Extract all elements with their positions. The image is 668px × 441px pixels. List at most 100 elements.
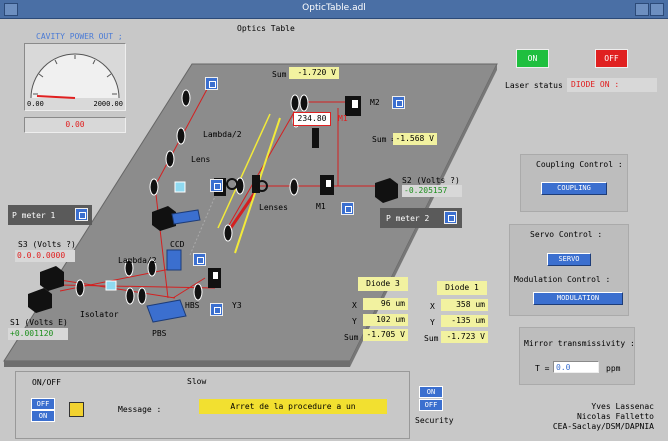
laser-off-button[interactable]: OFF (595, 49, 628, 68)
mirror-transmissivity-label: Mirror transmissivity : (524, 339, 635, 348)
diode1-sum-label: Sum (424, 334, 439, 343)
m1-red-tag: M1 (338, 114, 348, 123)
diode3-x-label: X (352, 301, 357, 310)
m1-label: M1 (316, 202, 326, 211)
m1-detail-button[interactable] (341, 202, 354, 215)
sum-right-value: -1.568 V (393, 133, 437, 145)
thick-beam (226, 187, 260, 233)
modulation-control-label: Modulation Control : (514, 275, 611, 284)
mirror-t-label: T = (535, 364, 550, 373)
onoff-label: ON/OFF (32, 378, 61, 387)
minimize-button[interactable] (635, 3, 649, 16)
pmeter1-button[interactable] (75, 208, 88, 221)
page-subtitle: Optics Table (237, 24, 295, 33)
detector-blocks (28, 178, 398, 313)
dashed-beam (189, 179, 223, 256)
slow-label: Slow (187, 377, 207, 386)
security-off-button[interactable]: OFF (419, 399, 443, 411)
lens-elements (75, 89, 309, 305)
title-bar: OpticTable.adl (0, 0, 668, 19)
hbs-label: HBS (185, 301, 200, 310)
m3-label: Y3 (232, 301, 242, 310)
gauge-min-label: 0.00 (27, 100, 44, 108)
cavity-power-gauge: 0.00 2000.00 (24, 43, 126, 111)
laser-on-button[interactable]: ON (516, 49, 549, 68)
hbs-detail-button[interactable] (210, 303, 223, 316)
laser-status-label: Laser status : (505, 81, 573, 90)
s3-left-value: 0.0.0.0000 (15, 250, 75, 262)
laser-detail-button[interactable] (205, 77, 218, 90)
sum-top-value: -1.720 V (289, 67, 339, 79)
diode3-sum-value: -1.705 V (363, 329, 408, 341)
lens-ring (226, 178, 238, 190)
beam-splitter-cube (174, 181, 186, 193)
m2-detail-button[interactable] (392, 96, 405, 109)
diode3-y-label: Y (352, 317, 357, 326)
isolator-label: Isolator (80, 310, 119, 319)
gauge-max-label: 2000.00 (93, 100, 123, 108)
red-value-box: 234.80 (293, 112, 331, 126)
diode3-y-value: 102 um (363, 314, 408, 326)
lambda2-low-label: Lambda/2 (118, 256, 157, 265)
mirror-faces (213, 100, 358, 279)
pmeter2-panel: P meter 2 (380, 208, 462, 228)
laser-status-value: DIODE ON : (567, 78, 657, 92)
s2-right-label: S2 (Volts ?) (402, 176, 460, 185)
lenses-label: Lenses (259, 203, 288, 212)
yellow-beam-2 (217, 113, 271, 229)
s3-left-label: S3 (Volts ?) (18, 240, 76, 249)
security-label: Security (415, 416, 454, 425)
mirror-transmissivity-panel: Mirror transmissivity : T = 0.0 ppm (519, 327, 635, 385)
credits-line2: Nicolas Falletto (576, 412, 654, 421)
lambda2-top-label: Lambda/2 (203, 130, 242, 139)
lens-detail-button[interactable] (210, 179, 223, 192)
lens-label: Lens (191, 155, 211, 164)
pmeter1-panel: P meter 1 (8, 205, 92, 225)
ccd-label: CCD (170, 240, 185, 249)
mirror-t-input[interactable]: 0.0 (553, 361, 599, 373)
s1-value: +0.001120 (8, 328, 68, 340)
bottom-control-panel (15, 371, 410, 439)
coupling-control-panel: Coupling Control : COUPLING (520, 154, 628, 212)
sum-right-label: Sum = (372, 135, 397, 144)
mirror-unit-label: ppm (606, 364, 621, 373)
message-value: Arret de la procedure a un (199, 399, 387, 414)
isolator-cube (105, 280, 117, 291)
diode1-sum-value: -1.723 V (441, 331, 488, 343)
lens-ring-2 (256, 180, 268, 192)
servo-button[interactable]: SERVO (547, 253, 591, 266)
s1-label: S1 (Volts E) (10, 318, 68, 327)
servo-control-label: Servo Control : (530, 230, 603, 239)
credits-line3: CEA-Saclay/DSM/DAPNIA (552, 422, 654, 431)
diode3-sum-label: Sum (344, 333, 359, 342)
gauge-dial (30, 53, 120, 99)
pmeter2-button[interactable] (444, 211, 457, 224)
cavity-power-value: 0.00 (24, 117, 126, 133)
sum-top-label: Sum (272, 70, 287, 79)
table-edge (4, 361, 350, 367)
pmeter1-label: P meter 1 (12, 211, 56, 220)
off-button[interactable]: OFF (31, 398, 55, 410)
cavity-power-label: CAVITY POWER OUT ; (36, 32, 123, 41)
diode1-x-label: X (430, 302, 435, 311)
blue-components (146, 209, 201, 323)
m2-tag: M2 (370, 98, 380, 107)
servo-modulation-panel: Servo Control : SERVO Modulation Control… (509, 224, 629, 316)
diode1-y-value: -135 um (441, 315, 488, 327)
modulation-button[interactable]: MODULATION (533, 292, 623, 305)
ccd-detail-button[interactable] (193, 253, 206, 266)
pmeter2-label: P meter 2 (386, 214, 430, 223)
diode1-y-label: Y (430, 318, 435, 327)
s2-right-value: -0.205157 (402, 185, 462, 197)
window-title: OpticTable.adl (302, 3, 366, 13)
credits-line1: Yves Lassenac (591, 402, 654, 411)
security-on-button[interactable]: ON (419, 386, 443, 398)
diode3-x-value: 96 um (363, 298, 408, 310)
window-menu-button[interactable] (4, 3, 18, 16)
status-indicator (69, 402, 84, 417)
maximize-button[interactable] (650, 3, 664, 16)
coupling-button[interactable]: COUPLING (541, 182, 607, 195)
diode3-label: Diode 3 (358, 277, 408, 291)
diode1-x-value: 358 um (441, 299, 488, 311)
on-button[interactable]: ON (31, 410, 55, 422)
